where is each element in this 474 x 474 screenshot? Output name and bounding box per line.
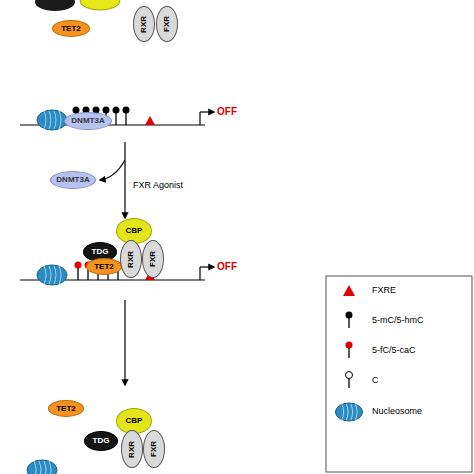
- legend-box: [326, 276, 472, 472]
- protein-oval: RXR: [133, 6, 155, 42]
- protein-oval: FXR: [156, 6, 178, 42]
- legend-text: Nucleosome: [372, 406, 422, 416]
- legend-sample: [343, 285, 355, 296]
- promoter-arrow: [199, 267, 200, 280]
- legend-sample: [346, 342, 353, 359]
- protein-oval: DNMT3A: [50, 171, 96, 189]
- legend-text: C: [372, 375, 379, 385]
- protein-oval: TDG: [84, 431, 118, 451]
- protein-oval: RXR: [121, 430, 143, 468]
- protein-oval: TET2: [52, 20, 90, 37]
- protein-oval: TET2: [86, 258, 122, 275]
- protein-oval: FXR: [143, 430, 165, 468]
- promoter-arrow: [199, 112, 200, 125]
- protein-name: CBP: [126, 227, 143, 235]
- promoter-arrow: [200, 111, 214, 112]
- protein-name: RXR: [127, 251, 135, 268]
- nucleosome: [37, 110, 67, 130]
- expression-state: OFF: [217, 261, 237, 272]
- protein-name: TDG: [92, 248, 109, 256]
- protein-name: TET2: [56, 405, 76, 413]
- protein-oval: DNMT3A: [64, 112, 112, 130]
- protein-oval: FXR: [142, 240, 164, 278]
- step-arrow: [124, 142, 125, 218]
- legend-text: 5-fC/5-caC: [372, 345, 416, 355]
- cropped-oval: [35, 0, 75, 11]
- nucleosome: [37, 265, 67, 285]
- release-arrow: [100, 160, 125, 180]
- legend-sample: [346, 312, 353, 329]
- protein-name: RXR: [128, 441, 136, 458]
- protein-name: DNMT3A: [71, 117, 104, 125]
- promoter-arrow: [200, 266, 214, 267]
- legend-sample: [336, 403, 363, 421]
- expression-state: OFF: [217, 106, 237, 117]
- protein-name: FXR: [163, 16, 171, 32]
- cropped-oval: [80, 0, 120, 10]
- fxre-triangle: [145, 116, 155, 125]
- step-arrow: [124, 300, 125, 385]
- protein-name: FXR: [149, 251, 157, 267]
- protein-name: TET2: [94, 263, 114, 271]
- protein-name: FXR: [150, 441, 158, 457]
- legend-text: FXRE: [372, 285, 396, 295]
- legend-sample: [346, 372, 353, 389]
- nucleosome: [27, 460, 57, 474]
- protein-oval: TET2: [48, 400, 84, 417]
- protein-name: CBP: [126, 417, 143, 425]
- protein-name: TDG: [93, 437, 110, 445]
- protein-oval: RXR: [120, 240, 142, 278]
- protein-name: RXR: [140, 16, 148, 33]
- legend-text: 5-mC/5-hmC: [372, 315, 424, 325]
- treatment-label: FXR Agonist: [133, 180, 183, 190]
- protein-name: DNMT3A: [56, 176, 89, 184]
- protein-name: TET2: [61, 25, 81, 33]
